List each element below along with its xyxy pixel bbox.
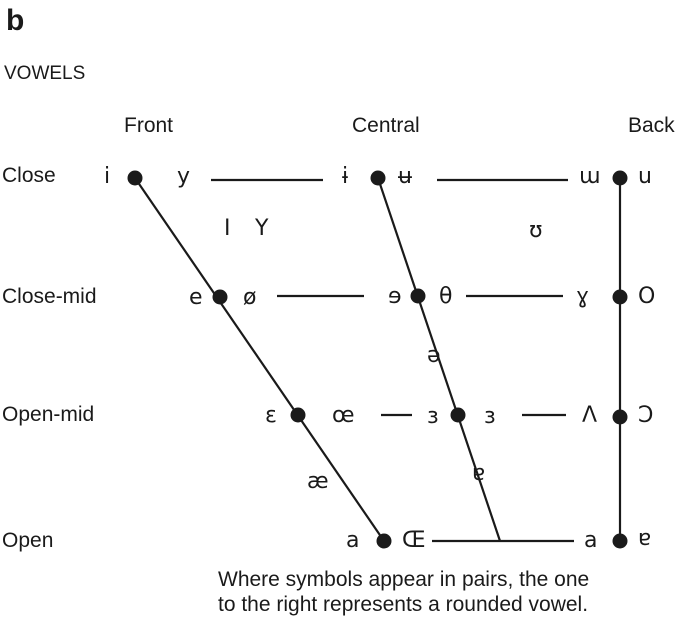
dot-close-mid-central xyxy=(410,288,426,304)
central-edge-line xyxy=(376,177,502,542)
vowel-symbol: æ xyxy=(307,469,329,494)
vowel-symbol: a xyxy=(346,528,360,553)
vowel-symbol: Ↄ xyxy=(638,403,654,428)
vowel-symbol: ε xyxy=(265,403,277,428)
dot-close-central xyxy=(370,170,386,186)
vowel-symbol: a xyxy=(584,528,598,553)
vowel-symbol: ɯ xyxy=(579,164,601,189)
row-label-close: Close xyxy=(2,164,56,187)
vowel-symbol: з xyxy=(484,404,496,429)
vowel-symbol: ə xyxy=(427,343,441,368)
footnote-line-1: Where symbols appear in pairs, the one xyxy=(218,568,590,591)
vowel-symbol: O xyxy=(638,284,656,309)
column-label-back: Back xyxy=(628,114,675,137)
dot-close-back xyxy=(612,170,628,186)
vowel-symbol: ɨ xyxy=(342,164,349,189)
vowel-symbol: з xyxy=(427,404,439,429)
column-label-front: Front xyxy=(124,114,174,137)
vowel-symbol: ʊ xyxy=(529,218,543,243)
front-edge-line xyxy=(134,177,385,542)
dot-open-mid-front xyxy=(290,407,306,423)
vowel-symbol: Λ xyxy=(582,403,598,428)
vowel-symbol: ʉ xyxy=(398,164,412,189)
vowel-symbol: ø xyxy=(243,285,257,310)
vowel-symbol: y xyxy=(177,164,191,189)
vowel-symbol: I xyxy=(224,216,231,241)
vowel-symbol: Œ xyxy=(402,528,426,553)
vowel-symbol: e xyxy=(189,285,203,310)
footnote-line-2: to the right represents a rounded vowel. xyxy=(218,593,589,616)
chart-heading: VOWELS xyxy=(4,63,86,84)
dot-open-mid-back xyxy=(612,409,628,425)
dot-close-mid-back xyxy=(612,289,628,305)
dot-open-front xyxy=(376,533,392,549)
panel-label: b xyxy=(6,4,25,37)
vowel-symbol: œ xyxy=(332,403,355,428)
dot-close-mid-front xyxy=(212,289,228,305)
dot-close-front xyxy=(127,170,143,186)
vowel-symbol: Y xyxy=(255,216,269,241)
vowel-symbol: θ xyxy=(439,284,453,309)
vowel-symbol: u xyxy=(638,164,652,189)
row-label-open: Open xyxy=(2,529,54,552)
vowel-symbol: ɐ xyxy=(472,461,486,486)
dot-open-mid-central xyxy=(450,407,466,423)
row-label-close-mid: Close-mid xyxy=(2,285,97,308)
vowel-symbol: ɐ xyxy=(638,526,652,551)
row-label-open-mid: Open-mid xyxy=(2,403,95,426)
vowel-symbol: ɣ xyxy=(576,284,590,309)
vowel-symbol: i xyxy=(104,164,111,189)
dot-open-back xyxy=(612,533,628,549)
vowel-symbol: ɘ xyxy=(388,284,402,309)
column-label-central: Central xyxy=(352,114,420,137)
